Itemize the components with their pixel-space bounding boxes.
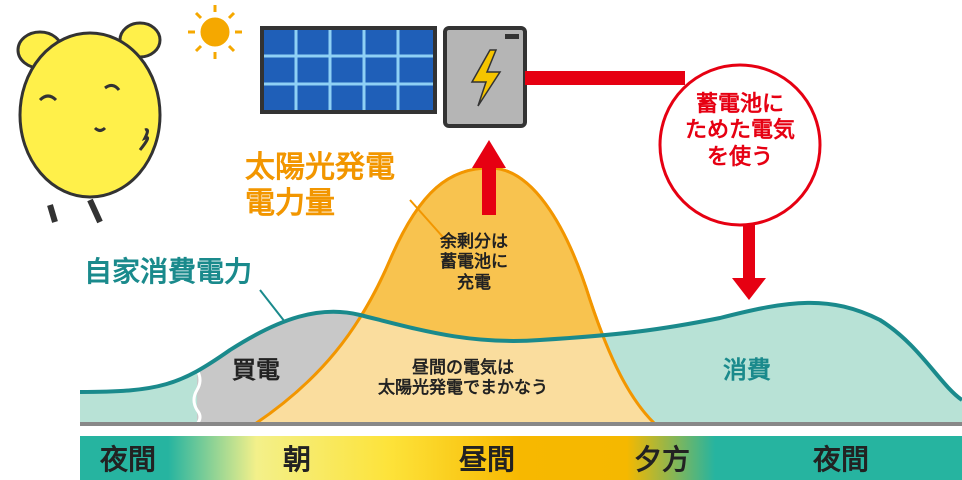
timeline-night-2: 夜間: [813, 443, 870, 476]
buy-power-label: 買電: [232, 356, 280, 384]
timeline-morning: 朝: [283, 443, 312, 476]
solar-power-label: 太陽光発電 電力量: [245, 150, 395, 221]
timeline-bar: [80, 436, 962, 480]
arrow-down-icon: [732, 278, 766, 300]
consume-label: 消費: [723, 356, 771, 384]
daytime-label: 昼間の電気は 太陽光発電でまかなう: [378, 358, 548, 399]
self-consumption-label: 自家消費電力: [84, 255, 253, 288]
timeline-daytime: 昼間: [459, 443, 516, 476]
arrow-up-icon: [472, 140, 506, 168]
battery-unit-icon: [443, 26, 527, 128]
battery-use-label: 蓄電池に ためた電気 を使う: [684, 92, 795, 170]
surplus-label: 余剰分は 蓄電池に 充電: [440, 232, 508, 293]
timeline-night-1: 夜間: [100, 443, 157, 476]
timeline-evening: 夕方: [634, 443, 691, 476]
solar-panel-icon: [260, 26, 437, 114]
consumption-curve: [79, 300, 962, 402]
mascot-character: [16, 21, 162, 224]
sun-icon: [188, 5, 242, 59]
